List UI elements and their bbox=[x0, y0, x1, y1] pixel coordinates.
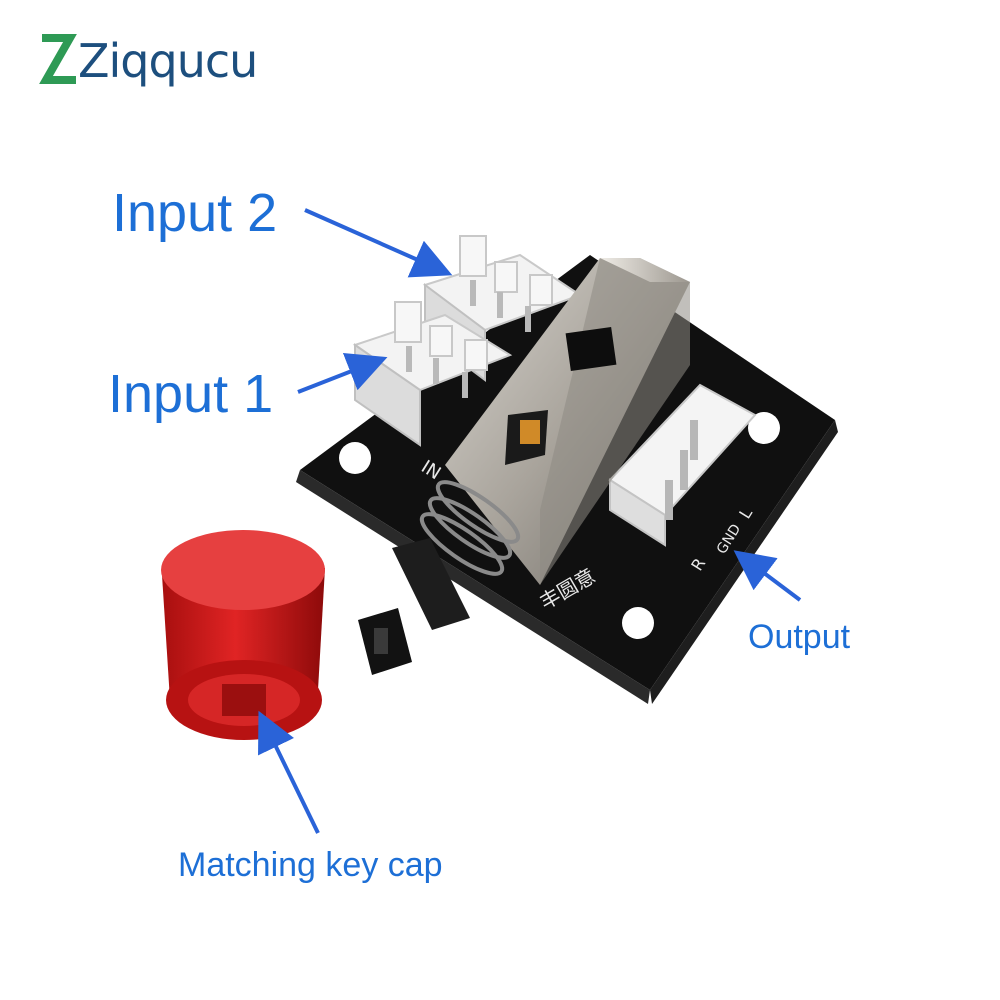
label-input-1: Input 1 bbox=[108, 364, 274, 424]
label-key-cap: Matching key cap bbox=[178, 846, 443, 884]
arrow-key-cap bbox=[258, 710, 320, 834]
output-connector bbox=[608, 383, 757, 547]
push-switch bbox=[358, 258, 690, 675]
label-input-2: Input 2 bbox=[112, 183, 278, 243]
switch-spring bbox=[419, 480, 521, 576]
arrow-input-1 bbox=[297, 353, 388, 394]
mounting-hole bbox=[622, 607, 654, 639]
red-key-cap bbox=[161, 530, 325, 740]
switch-window bbox=[565, 326, 617, 372]
switch-plunger bbox=[392, 538, 470, 630]
mounting-hole bbox=[339, 442, 371, 474]
callout-arrows bbox=[258, 208, 802, 834]
arrow-input-2 bbox=[304, 208, 453, 278]
label-output: Output bbox=[748, 618, 851, 656]
brand-name: Ziqqucu bbox=[78, 34, 258, 88]
mounting-hole bbox=[748, 412, 780, 444]
brand-logo-mark bbox=[39, 34, 77, 84]
arrow-output bbox=[733, 550, 802, 602]
